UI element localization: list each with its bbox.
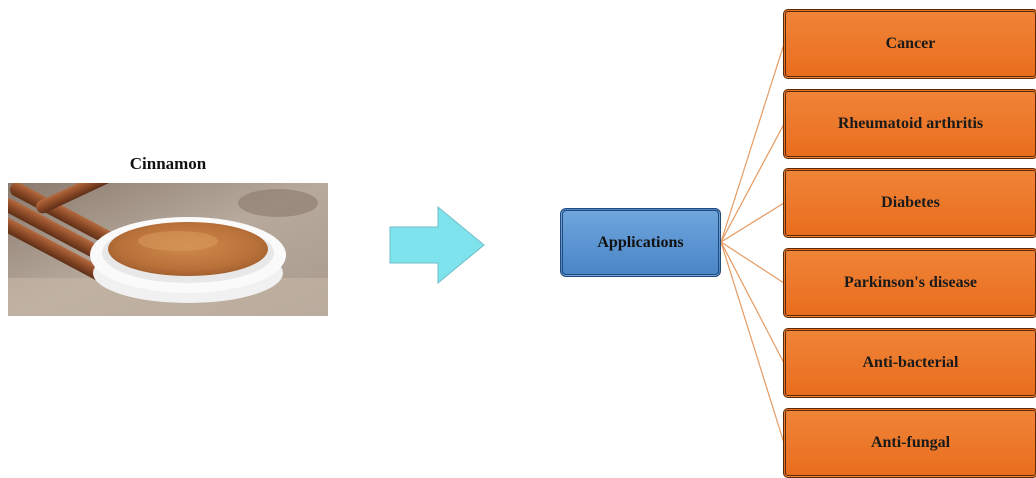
cinnamon-photo (8, 183, 328, 316)
application-box-anti-bacterial: Anti-bacterial (783, 328, 1036, 398)
application-box-anti-fungal: Anti-fungal (783, 408, 1036, 478)
connector-line (720, 202, 785, 243)
photo-title: Cinnamon (129, 154, 207, 173)
connector-line (720, 241, 785, 284)
application-box-rheumatoid-arthritis: Rheumatoid arthritis (783, 89, 1036, 159)
flow-arrow-icon (389, 205, 485, 285)
connector-line (720, 43, 785, 243)
applications-hub: Applications (560, 208, 721, 277)
application-box-parkinsons: Parkinson's disease (783, 248, 1036, 318)
connector-line (720, 241, 785, 444)
application-box-diabetes: Diabetes (783, 168, 1036, 238)
connector-line (720, 241, 785, 364)
application-box-cancer: Cancer (783, 9, 1036, 79)
connector-line (720, 123, 785, 243)
